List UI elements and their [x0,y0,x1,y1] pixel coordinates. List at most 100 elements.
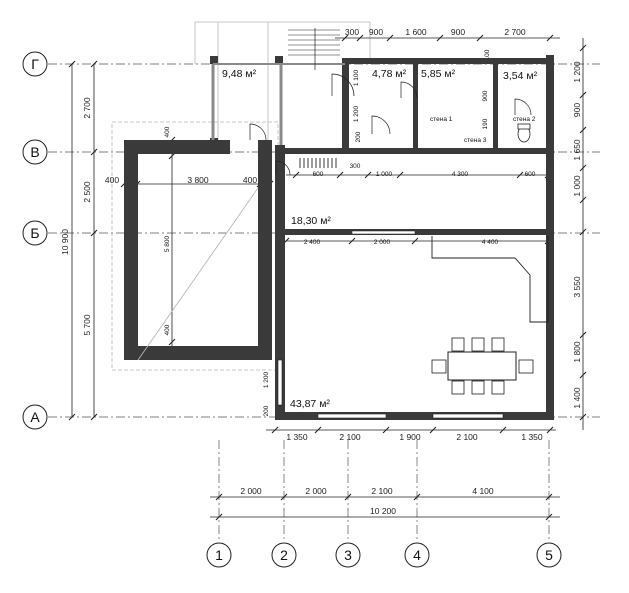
dim-small-vertical: 200 [263,405,270,416]
dimension-tick [579,331,587,339]
dim-wc: 900 [482,90,489,101]
dimension-tick [579,164,587,172]
dimension-tick [579,371,587,379]
wall-room-right [493,62,498,152]
dimension-tick [579,228,587,236]
axis-bubble [404,542,430,568]
dim-top: 2 700 [504,27,526,37]
axis-letter: Б [30,225,39,241]
dim-right: 1 400 [572,387,582,409]
wall-room-mid [413,62,418,152]
dimension-tick [90,148,98,156]
window-side [277,359,283,406]
dim-small-vertical: 1 200 [353,105,360,122]
dimension-tick [411,237,419,245]
axis-number: 4 [413,547,421,563]
dim-bottom-axes: 2 000 [240,486,262,496]
chair [491,380,505,395]
post [275,56,283,64]
room-area-terrace: 9,48 м² [222,68,257,80]
door-swing [331,73,355,97]
wall-axis-b [278,229,554,235]
axis-number: 2 [280,547,288,563]
dimension-tick [579,44,587,52]
axis-bubble [536,542,562,568]
dimension-tick [546,34,554,42]
dimension-tick [68,413,76,421]
dim-small-vertical: 1 200 [263,371,270,388]
dimension-tick [579,196,587,204]
dimension-tick [68,60,76,68]
window [317,413,387,419]
dimension-tick [386,34,394,42]
dimension-tick [344,493,352,501]
chair [471,380,485,395]
post [210,56,218,64]
dimension-tick [90,229,98,237]
dim-bottom-axes: 2 000 [305,486,327,496]
dimension-tick [215,513,223,521]
furniture [431,123,534,395]
dim-left-inner: 5 700 [82,314,92,336]
dimension-tick [314,426,322,434]
axis-bubble [271,542,297,568]
dim-bottom-total: 10 200 [370,506,396,516]
dimension-tick [215,493,223,501]
dimension-tick [579,126,587,134]
dim-wc: 100 [484,49,491,60]
dimension-tick [382,426,390,434]
dim-small-vertical: 1 100 [353,69,360,86]
dim-top: 300 [345,27,359,37]
dim-pool: 400 [164,126,171,137]
dimension-tick [271,426,279,434]
axis-bubble [206,542,232,568]
dimension-tick [356,34,364,42]
dimension-tick [90,60,98,68]
room-area-a: 4,78 м² [372,68,407,80]
dim-bottom-plan: 1 350 [286,432,308,442]
dim-top: 900 [369,27,383,37]
dim-left-outer: 10 900 [60,229,70,255]
kitchen-counter [431,236,549,323]
window [351,230,416,235]
wall-label-3: стена 3 [464,137,487,144]
pool-wall-top [124,140,230,154]
dimension-tick [476,34,484,42]
dimension-tick [341,34,349,42]
axis-number: 1 [215,547,223,563]
dimension-tick [546,426,554,434]
toilet-tank [517,123,531,130]
wall-axis-a [275,412,550,420]
wall-axis-5 [546,55,554,420]
dimension-tick [545,493,553,501]
dimension-tick [396,171,404,179]
dimension-tick [90,413,98,421]
door-swing [249,123,267,141]
wall-axis-2 [275,145,285,420]
dim-right: 900 [572,103,582,117]
chair [431,359,447,374]
post [210,138,218,146]
dim-right: 3 550 [572,276,582,298]
dim-top: 900 [451,27,465,37]
dim-pool: 400 [243,175,257,185]
dim-bottom-plan: 1 900 [399,432,421,442]
pool-diagonal [137,187,259,361]
axis-bubble [22,404,48,430]
dim-bottom-plan: 1 350 [521,432,543,442]
dimension-tick [429,426,437,434]
dimension-tick [413,493,421,501]
dim-pool: 400 [105,175,119,185]
door-swing [275,160,291,176]
dim-pool: 400 [164,324,171,335]
dim-pool: 3 800 [187,175,209,185]
room-area-c: 3,54 м² [503,70,538,82]
axis-bubble [22,220,48,246]
wall-room-left [342,58,349,153]
axis-bubble [22,51,48,77]
dim-bottom-axes: 2 100 [371,486,393,496]
